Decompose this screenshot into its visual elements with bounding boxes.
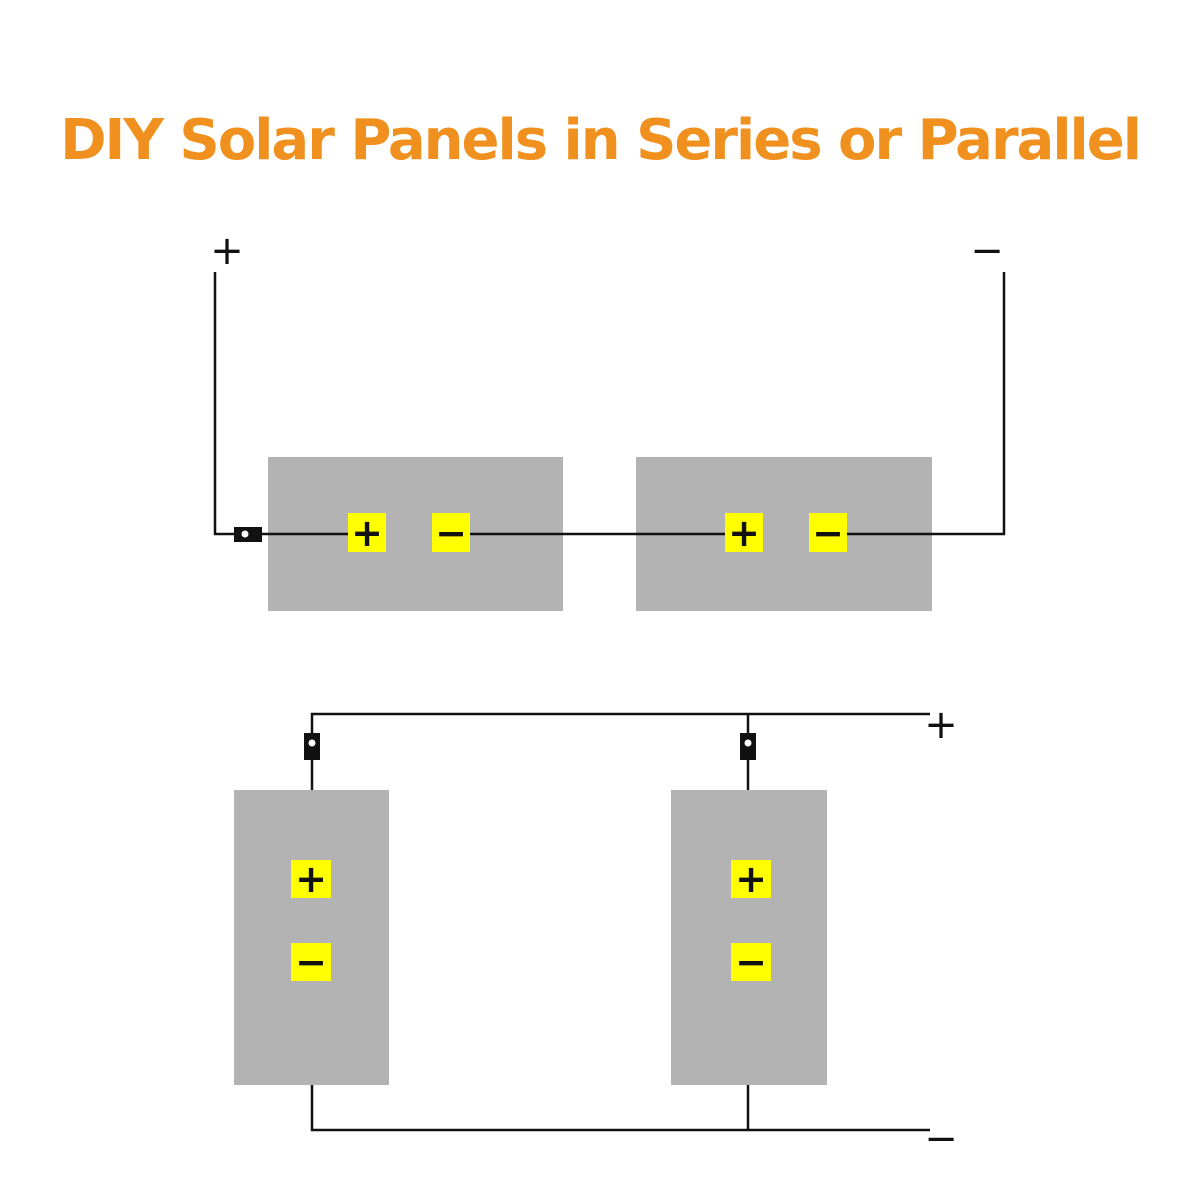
positive-terminal <box>348 513 386 552</box>
positive-terminal-label: + <box>735 857 767 901</box>
positive-terminal-label: + <box>351 511 383 555</box>
solar-panel <box>234 790 389 1085</box>
diagram-title: DIY Solar Panels in Series or Parallel <box>60 108 1142 173</box>
positive-terminal-label: + <box>728 511 760 555</box>
negative-terminal <box>291 943 331 981</box>
positive-terminal <box>731 860 771 898</box>
series-diagram: + − + − + − <box>210 228 1006 611</box>
negative-terminal-label: − <box>812 511 844 555</box>
negative-terminal-label: − <box>735 940 767 984</box>
wire <box>213 272 386 536</box>
wire <box>310 712 930 790</box>
parallel-diagram: + − + − + − <box>234 702 958 1162</box>
negative-terminal <box>432 513 470 552</box>
positive-terminal-label: + <box>295 857 327 901</box>
parallel-output-negative: − <box>924 1116 958 1162</box>
negative-terminal-label: − <box>435 511 467 555</box>
series-output-positive: + <box>210 228 244 274</box>
wire <box>847 272 1006 536</box>
parallel-output-positive: + <box>924 702 958 748</box>
negative-terminal <box>809 513 847 552</box>
negative-terminal <box>731 943 771 981</box>
positive-terminal <box>291 860 331 898</box>
wire <box>310 1085 930 1132</box>
fuse-icon <box>740 733 756 760</box>
fuse-icon <box>304 733 320 760</box>
series-output-negative: − <box>970 228 1004 274</box>
positive-terminal <box>725 513 763 552</box>
negative-terminal-label: − <box>295 940 327 984</box>
fuse-icon <box>234 527 262 542</box>
solar-panel <box>671 790 827 1085</box>
